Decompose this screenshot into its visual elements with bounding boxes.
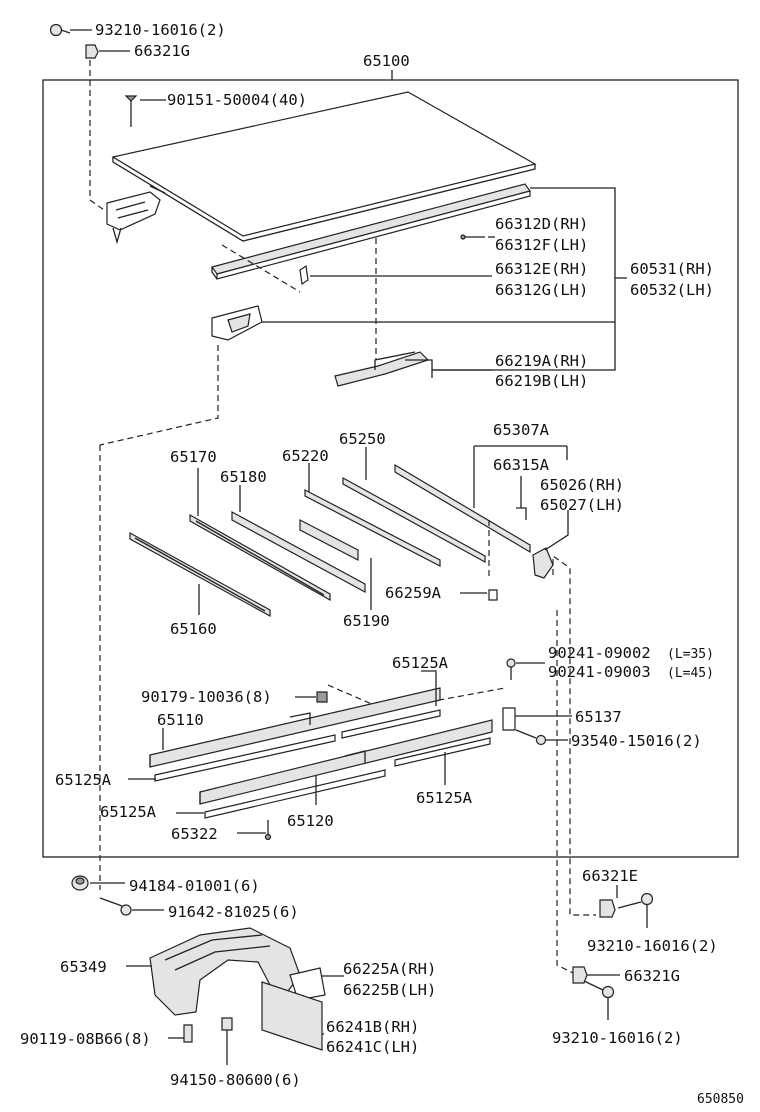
bolt-90119 bbox=[183, 1024, 193, 1043]
label-l20: 65027(LH) bbox=[540, 496, 624, 514]
side-rail-60531 bbox=[211, 183, 531, 280]
label-l10: 60532(LH) bbox=[630, 281, 714, 299]
label-l25: 90241-09003 bbox=[548, 663, 651, 681]
spacer-65125A-c bbox=[204, 769, 386, 819]
spacer-65125A-d bbox=[394, 737, 491, 767]
crossmember-65180 bbox=[231, 510, 366, 594]
bracket-65137 bbox=[502, 707, 516, 731]
label-l42: 66225B(LH) bbox=[343, 981, 436, 999]
label-l28: 65110 bbox=[157, 711, 204, 729]
sill-65120 bbox=[199, 719, 493, 805]
label-l40: 65349 bbox=[60, 958, 107, 976]
label-l37: 94184-01001(6) bbox=[129, 877, 260, 895]
label-l13: 65307A bbox=[493, 421, 550, 439]
assembly-frame bbox=[42, 79, 739, 858]
label-l47: 93210-16016(2) bbox=[552, 1029, 683, 1047]
nut-66321E bbox=[599, 899, 616, 918]
bolt-93210-top bbox=[49, 23, 71, 37]
bolt-91642 bbox=[99, 897, 132, 916]
label-l01: 93210-16016(2) bbox=[95, 21, 226, 39]
pin-66315A bbox=[516, 507, 527, 520]
screw-90151 bbox=[124, 95, 138, 127]
bracket-65026 bbox=[532, 547, 554, 579]
crossmember-65160 bbox=[129, 531, 271, 618]
bolt-65322 bbox=[264, 820, 272, 841]
label-l09: 60531(RH) bbox=[630, 260, 714, 278]
label-l23: 65160 bbox=[170, 620, 217, 638]
label-l41: 66225A(RH) bbox=[343, 960, 436, 978]
label-l22: 65190 bbox=[343, 612, 390, 630]
label-l16: 65220 bbox=[282, 447, 329, 465]
label-l36: 66321E bbox=[582, 867, 638, 885]
label-l24b: (L=35) bbox=[667, 647, 714, 662]
label-l49: 650850 bbox=[697, 1092, 744, 1107]
crossmember-65170 bbox=[189, 513, 331, 602]
label-l46: 90119-08B66(8) bbox=[20, 1030, 151, 1048]
label-l14: 65250 bbox=[339, 430, 386, 448]
bolt-90241 bbox=[506, 658, 516, 680]
label-l32: 65125A bbox=[100, 803, 157, 821]
bolt-93210-bottom bbox=[583, 980, 615, 999]
bracket-left-top bbox=[106, 191, 161, 245]
label-l31: 65125A bbox=[55, 771, 112, 789]
label-l17: 65180 bbox=[220, 468, 267, 486]
label-l15: 65170 bbox=[170, 448, 217, 466]
crossmember-65250 bbox=[342, 476, 486, 564]
label-l19: 65026(RH) bbox=[540, 476, 624, 494]
label-l04: 90151-50004(40) bbox=[167, 91, 307, 109]
bracket-66225 bbox=[289, 967, 326, 1001]
label-l30: 93540-15016(2) bbox=[571, 732, 702, 750]
label-l24: 90241-09002 bbox=[548, 644, 651, 662]
label-l07: 66312E(RH) bbox=[495, 260, 588, 278]
label-l44: 66241B(RH) bbox=[326, 1018, 419, 1036]
spacer-65125A-b bbox=[341, 709, 441, 739]
floor-panel bbox=[111, 91, 537, 242]
label-l39: 93210-16016(2) bbox=[587, 937, 718, 955]
label-l33: 65125A bbox=[416, 789, 473, 807]
crossmember-65307A bbox=[394, 463, 531, 554]
label-l29: 65137 bbox=[575, 708, 622, 726]
label-l45: 66241C(LH) bbox=[326, 1038, 419, 1056]
label-l21: 66259A bbox=[385, 584, 442, 602]
label-l34: 65322 bbox=[171, 825, 218, 843]
bracket-left-mid bbox=[211, 305, 263, 341]
label-l43: 66321G bbox=[624, 967, 680, 985]
label-l03: 65100 bbox=[363, 52, 410, 70]
label-l35: 65120 bbox=[287, 812, 334, 830]
nut-94150 bbox=[221, 1017, 233, 1031]
label-l02: 66321G bbox=[134, 42, 190, 60]
label-l08: 66312G(LH) bbox=[495, 281, 588, 299]
mudflap-66241 bbox=[261, 981, 323, 1051]
pin-66259A bbox=[488, 589, 498, 601]
clip-66312E bbox=[299, 264, 309, 286]
crossmember-65220 bbox=[304, 489, 441, 567]
nut-66321G-bottom bbox=[572, 966, 588, 984]
crossmember-65190 bbox=[299, 519, 359, 561]
bolt-93540 bbox=[515, 729, 547, 746]
label-l11: 66219A(RH) bbox=[495, 352, 588, 370]
label-l12: 66219B(LH) bbox=[495, 372, 588, 390]
bracket-66219 bbox=[334, 351, 430, 387]
fender-65349 bbox=[149, 927, 301, 1016]
bolt-93210-mid bbox=[617, 892, 654, 909]
label-l05: 66312D(RH) bbox=[495, 215, 588, 233]
label-l26: 65125A bbox=[392, 654, 449, 672]
sill-65110 bbox=[149, 687, 441, 768]
nut-90179 bbox=[316, 691, 328, 703]
pin-66312D bbox=[460, 234, 485, 240]
label-l38: 91642-81025(6) bbox=[168, 903, 299, 921]
label-l25b: (L=45) bbox=[667, 666, 714, 681]
label-l06: 66312F(LH) bbox=[495, 236, 588, 254]
label-l27: 90179-10036(8) bbox=[141, 688, 272, 706]
label-l18: 66315A bbox=[493, 456, 550, 474]
nut-66321G-top bbox=[85, 44, 99, 59]
bushing-94184 bbox=[71, 875, 89, 891]
label-l48: 94150-80600(6) bbox=[170, 1071, 301, 1089]
